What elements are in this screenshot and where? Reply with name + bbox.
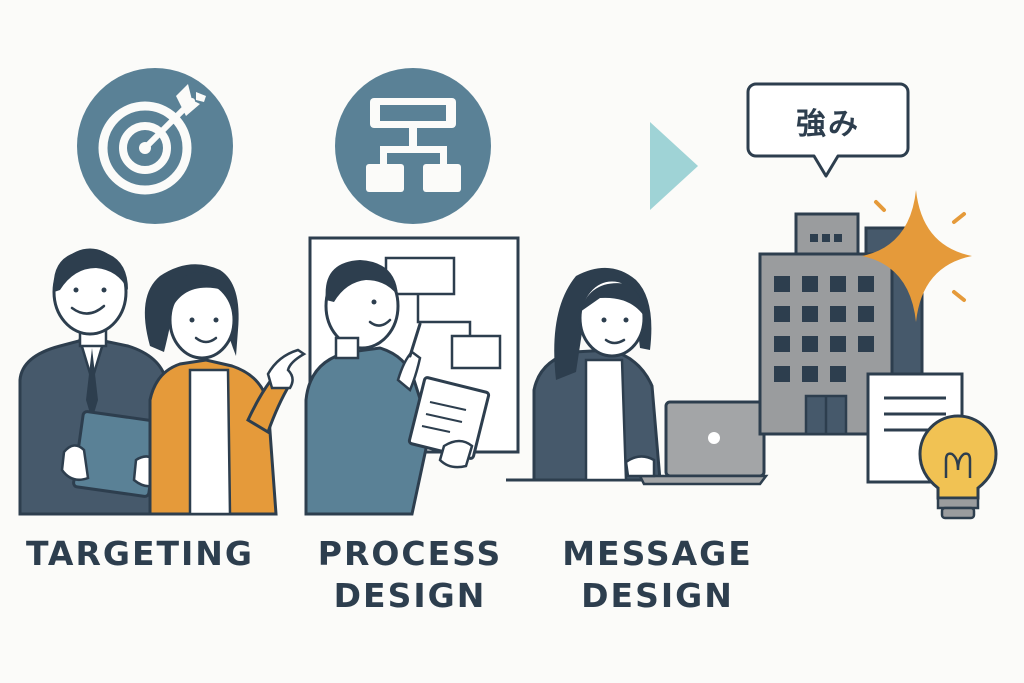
woman-pointing (144, 264, 307, 516)
label-process-line2: DESIGN (333, 576, 487, 615)
label-targeting-text: TARGETING (25, 534, 255, 573)
lightbulb-icon (918, 414, 998, 520)
man-with-paper (304, 260, 491, 516)
woman-at-laptop (506, 267, 769, 486)
label-message-design: MESSAGE DESIGN (555, 533, 760, 617)
laptop-icon (637, 400, 769, 486)
label-process-design: PROCESS DESIGN (305, 533, 515, 617)
label-targeting: TARGETING (20, 533, 260, 575)
label-message-line2: DESIGN (581, 576, 734, 615)
flowchart-icon (335, 68, 491, 224)
sparkle-icon (862, 190, 972, 322)
target-icon (77, 68, 233, 224)
speech-bubble-text: 強み (796, 107, 860, 142)
arrow-right-icon (650, 122, 698, 210)
label-message-line1: MESSAGE (562, 534, 753, 573)
speech-bubble (746, 82, 910, 178)
man-with-tablet (18, 248, 172, 516)
label-process-line1: PROCESS (317, 534, 503, 573)
